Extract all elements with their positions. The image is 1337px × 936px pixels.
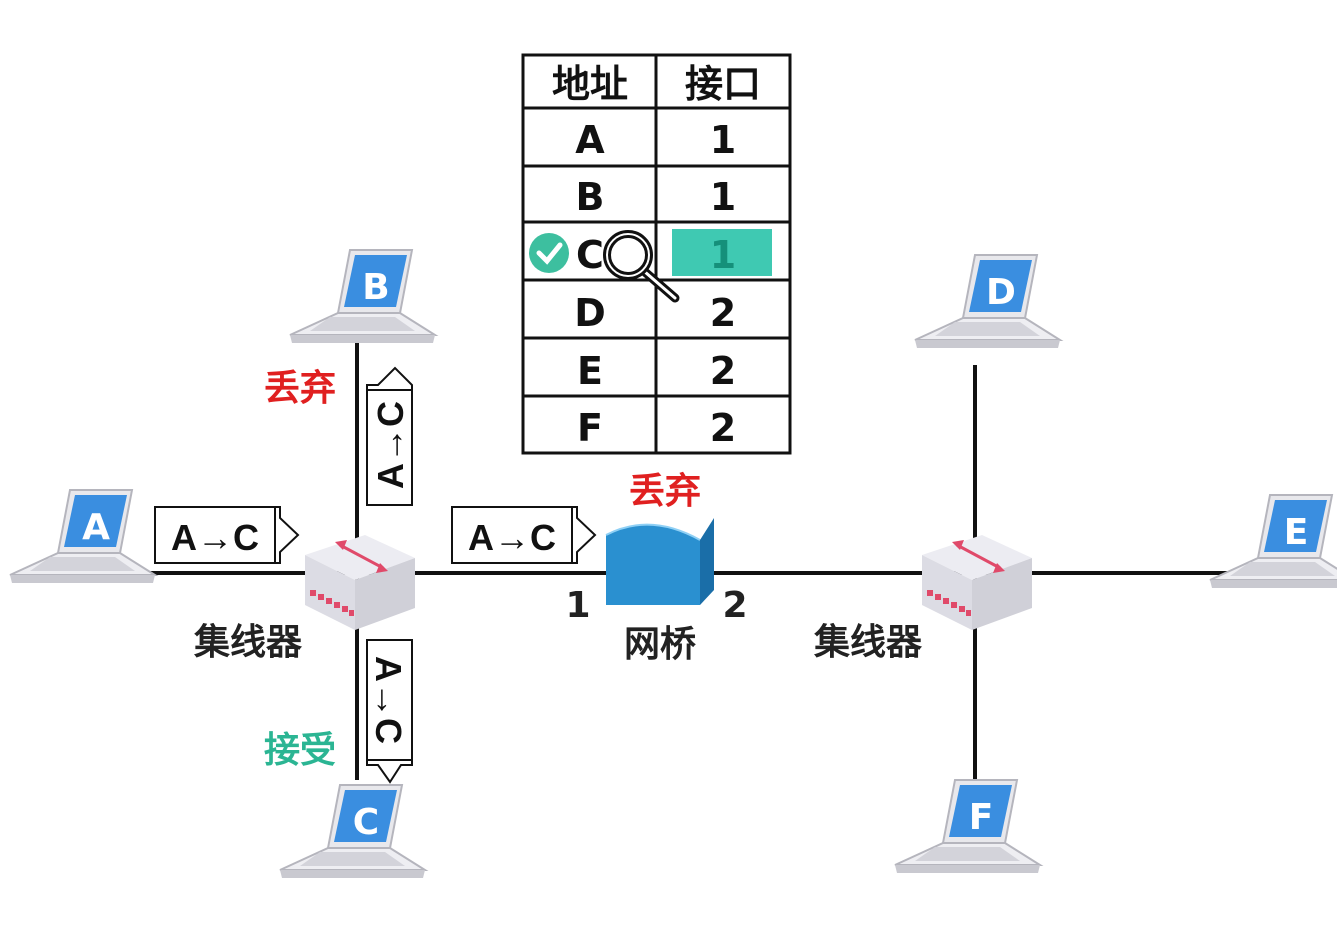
table-row-address: D — [574, 291, 606, 335]
laptop-f[interactable]: F — [894, 779, 1041, 874]
laptop-b[interactable]: B — [289, 249, 436, 344]
magnifier-icon — [603, 230, 680, 303]
hub-left-label: 集线器 — [193, 622, 303, 663]
bridge-port-1-label: 1 — [565, 585, 590, 626]
hub-icon — [303, 533, 417, 632]
host-label: E — [1284, 512, 1309, 553]
host-label: D — [986, 272, 1016, 313]
host-label: A — [82, 507, 110, 548]
bridge-port-2-label: 2 — [722, 585, 747, 626]
hub-left[interactable] — [303, 533, 417, 632]
host-label: F — [969, 797, 994, 838]
table-row-port: 1 — [710, 233, 736, 277]
table-row-port: 2 — [710, 349, 736, 393]
laptop-icon — [894, 779, 1041, 874]
table-row-address: E — [577, 349, 603, 393]
mac-address-table: 地址 接口 A 1 B 1 C 1 D 2 E 2 F 2 — [521, 53, 792, 455]
packet-label: A→C — [468, 517, 556, 558]
table-row-port: 1 — [710, 118, 736, 162]
packet-a-to-hub: A→C — [154, 506, 300, 564]
bridge-icon[interactable] — [605, 518, 714, 605]
table-row-address: A — [575, 118, 605, 162]
table-header-address: 地址 — [552, 62, 628, 106]
table-row-address: B — [576, 175, 605, 219]
table-row-port: 2 — [710, 406, 736, 450]
discard-label-b: 丢弃 — [264, 368, 336, 409]
laptop-e[interactable]: E — [1209, 494, 1337, 589]
packet-hub-to-bridge: A→C — [451, 506, 597, 564]
table-row-address: F — [577, 406, 603, 450]
packet-label: A→C — [368, 656, 409, 744]
hub-right[interactable] — [920, 533, 1034, 632]
laptop-d[interactable]: D — [914, 254, 1061, 349]
hub-right-label: 集线器 — [813, 622, 923, 663]
laptop-c[interactable]: C — [279, 784, 426, 879]
table-row-port: 2 — [710, 291, 736, 335]
table-row-port: 1 — [710, 175, 736, 219]
packet-hub-to-b: A→C — [366, 366, 413, 506]
laptop-a[interactable]: A — [9, 489, 156, 584]
bridge-label: 网桥 — [624, 624, 696, 665]
hub-icon — [920, 533, 1034, 632]
host-label: B — [362, 267, 389, 308]
host-label: C — [353, 802, 379, 843]
table-row-address: C — [576, 233, 604, 277]
matched-port-highlight — [672, 229, 772, 276]
packet-hub-to-c: A→C — [366, 639, 413, 784]
accept-label-c: 接受 — [264, 730, 336, 771]
packet-label: A→C — [171, 517, 259, 558]
discard-label-bridge: 丢弃 — [629, 471, 701, 512]
packet-label: A→C — [370, 401, 411, 489]
table-header-port: 接口 — [685, 62, 761, 106]
laptop-icon — [1209, 494, 1337, 589]
check-circle-icon — [529, 233, 569, 273]
